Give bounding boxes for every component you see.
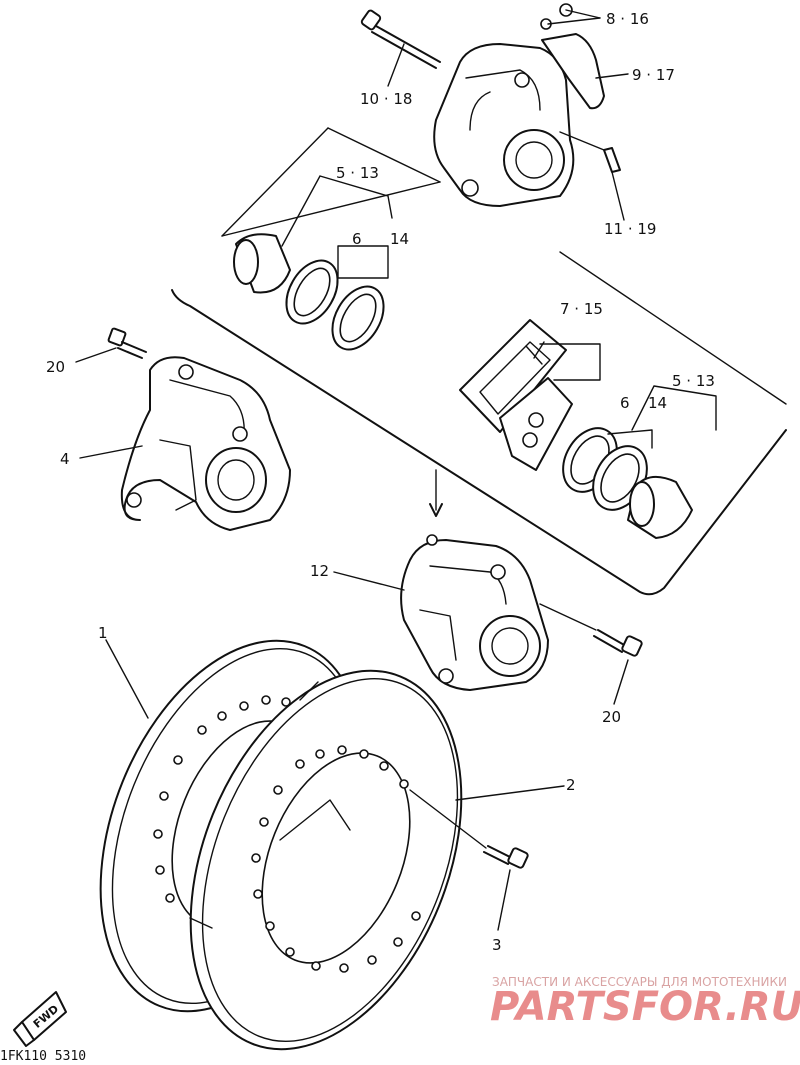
brake-disc-2 [189,669,463,1051]
watermark: ЗАПЧАСТИ И АКСЕССУАРЫ ДЛЯ МОТОТЕХНИКИ PA… [490,975,800,1030]
callout-5-13-upper: 5 · 13 [336,164,379,182]
bolt-20-right [539,603,643,657]
watermark-brand: PARTSFOR.RU [490,984,800,1030]
callout-12: 12 [310,562,329,580]
callout-1: 1 [98,624,108,642]
callout-20-right: 20 [602,708,621,726]
callout-6-upper: 6 [352,230,362,248]
callout-6-lower: 6 [620,394,630,412]
bolt-3 [409,789,529,869]
disc-2-holes [251,745,421,973]
callout-10-18: 10 · 18 [360,90,412,108]
caliper-upper [433,3,621,207]
leader-lines [75,9,629,931]
callout-9-17: 9 · 17 [632,66,675,84]
fwd-arrow-icon: FWD [13,991,67,1047]
callout-14-upper: 14 [390,230,409,248]
watermark-tagline: ЗАПЧАСТИ И АКСЕССУАРЫ ДЛЯ МОТОТЕХНИКИ [492,975,787,989]
callout-2: 2 [566,776,576,794]
caliper-center-12 [400,534,549,691]
callout-5-13-lower: 5 · 13 [672,372,715,390]
piston-group-upper [233,175,393,351]
callout-8-16: 8 · 16 [606,10,649,28]
callout-4: 4 [60,450,70,468]
callout-labels: 1 2 3 4 12 20 20 5 · 13 5 · 13 6 14 6 14… [46,10,715,954]
drawing-code: 1FK110 5310 [0,1049,86,1064]
pads-and-piston-lower [459,319,717,539]
callout-14-lower: 14 [648,394,667,412]
callout-7-15: 7 · 15 [560,300,603,318]
caliper-left-4 [107,327,291,531]
exploded-view-bracket [171,127,787,596]
callout-11-19: 11 · 19 [604,220,656,238]
long-bolt-10-18 [360,9,441,69]
callout-20-left: 20 [46,358,65,376]
disc-1-holes [153,695,291,903]
callout-3: 3 [492,936,502,954]
